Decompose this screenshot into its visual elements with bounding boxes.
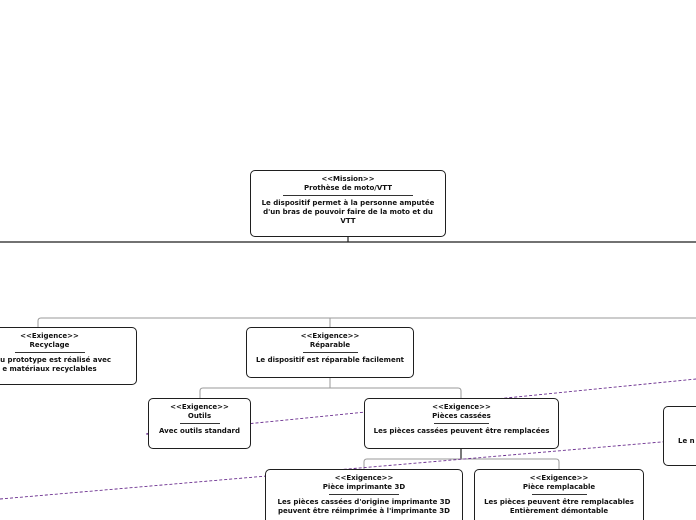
reparable-description: Le dispositif est réparable facilement [255, 356, 405, 364]
recyclage-description: e du prototype est réalisé avec e matéri… [0, 356, 112, 373]
piece-remplacable-stereotype: <<Exigence>> [529, 474, 589, 482]
recyclage-stereotype: <<Exigence>> [20, 332, 79, 340]
outils-separator [179, 423, 220, 424]
partial-right-description: Le n [678, 437, 695, 445]
pieces-cassees-stereotype: <<Exigence>> [432, 403, 491, 411]
tree-connectors [0, 237, 696, 469]
reparable-children-bar [199, 387, 462, 398]
pieces-children-bar [363, 458, 560, 469]
requirement-node-partial-right[interactable]: Le n [663, 406, 696, 466]
outils-stereotype: <<Exigence>> [170, 403, 229, 411]
recyclage-separator [14, 352, 85, 353]
outils-description: Avec outils standard [158, 427, 241, 435]
dependency-link-lower [0, 438, 696, 500]
reparable-separator [302, 352, 358, 353]
requirement-node-pieces-cassees[interactable]: <<Exigence>> Pièces cassées Les pièces c… [364, 398, 559, 449]
piece-imprimante-description: Les pièces cassées d'origine imprimante … [277, 498, 451, 515]
mission-node[interactable]: <<Mission>> Prothèse de moto/VTT Le disp… [250, 170, 446, 237]
mission-separator [283, 195, 413, 196]
piece-imprimante-stereotype: <<Exigence>> [334, 474, 394, 482]
mission-stereotype: <<Mission>> [321, 175, 375, 183]
mission-description: Le dispositif permet à la personne amput… [261, 199, 435, 225]
piece-remplacable-separator [531, 494, 587, 495]
requirement-node-piece-remplacable[interactable]: <<Exigence>> Pièce remplacable Les pièce… [474, 469, 644, 520]
recyclage-title: Recyclage [29, 341, 70, 349]
pieces-cassees-description: Les pièces cassées peuvent être remplacé… [373, 427, 550, 435]
reparable-stereotype: <<Exigence>> [300, 332, 360, 340]
level1-branch-bar [37, 317, 696, 327]
pieces-cassees-title: Pièces cassées [432, 412, 491, 420]
piece-imprimante-title: Pièce imprimante 3D [322, 483, 406, 491]
requirement-node-recyclage[interactable]: <<Exigence>> Recyclage e du prototype es… [0, 327, 137, 385]
outils-title: Outils [187, 412, 212, 420]
mission-title: Prothèse de moto/VTT [304, 184, 392, 192]
piece-remplacable-description: Les pièces peuvent être remplacables Ent… [484, 498, 634, 515]
requirement-node-reparable[interactable]: <<Exigence>> Réparable Le dispositif est… [246, 327, 414, 378]
piece-imprimante-separator [329, 494, 399, 495]
piece-remplacable-title: Pièce remplacable [522, 483, 596, 491]
requirement-node-piece-imprimante[interactable]: <<Exigence>> Pièce imprimante 3D Les piè… [265, 469, 463, 520]
requirement-node-outils[interactable]: <<Exigence>> Outils Avec outils standard [148, 398, 251, 449]
pieces-cassees-separator [434, 423, 489, 424]
reparable-title: Réparable [309, 341, 351, 349]
